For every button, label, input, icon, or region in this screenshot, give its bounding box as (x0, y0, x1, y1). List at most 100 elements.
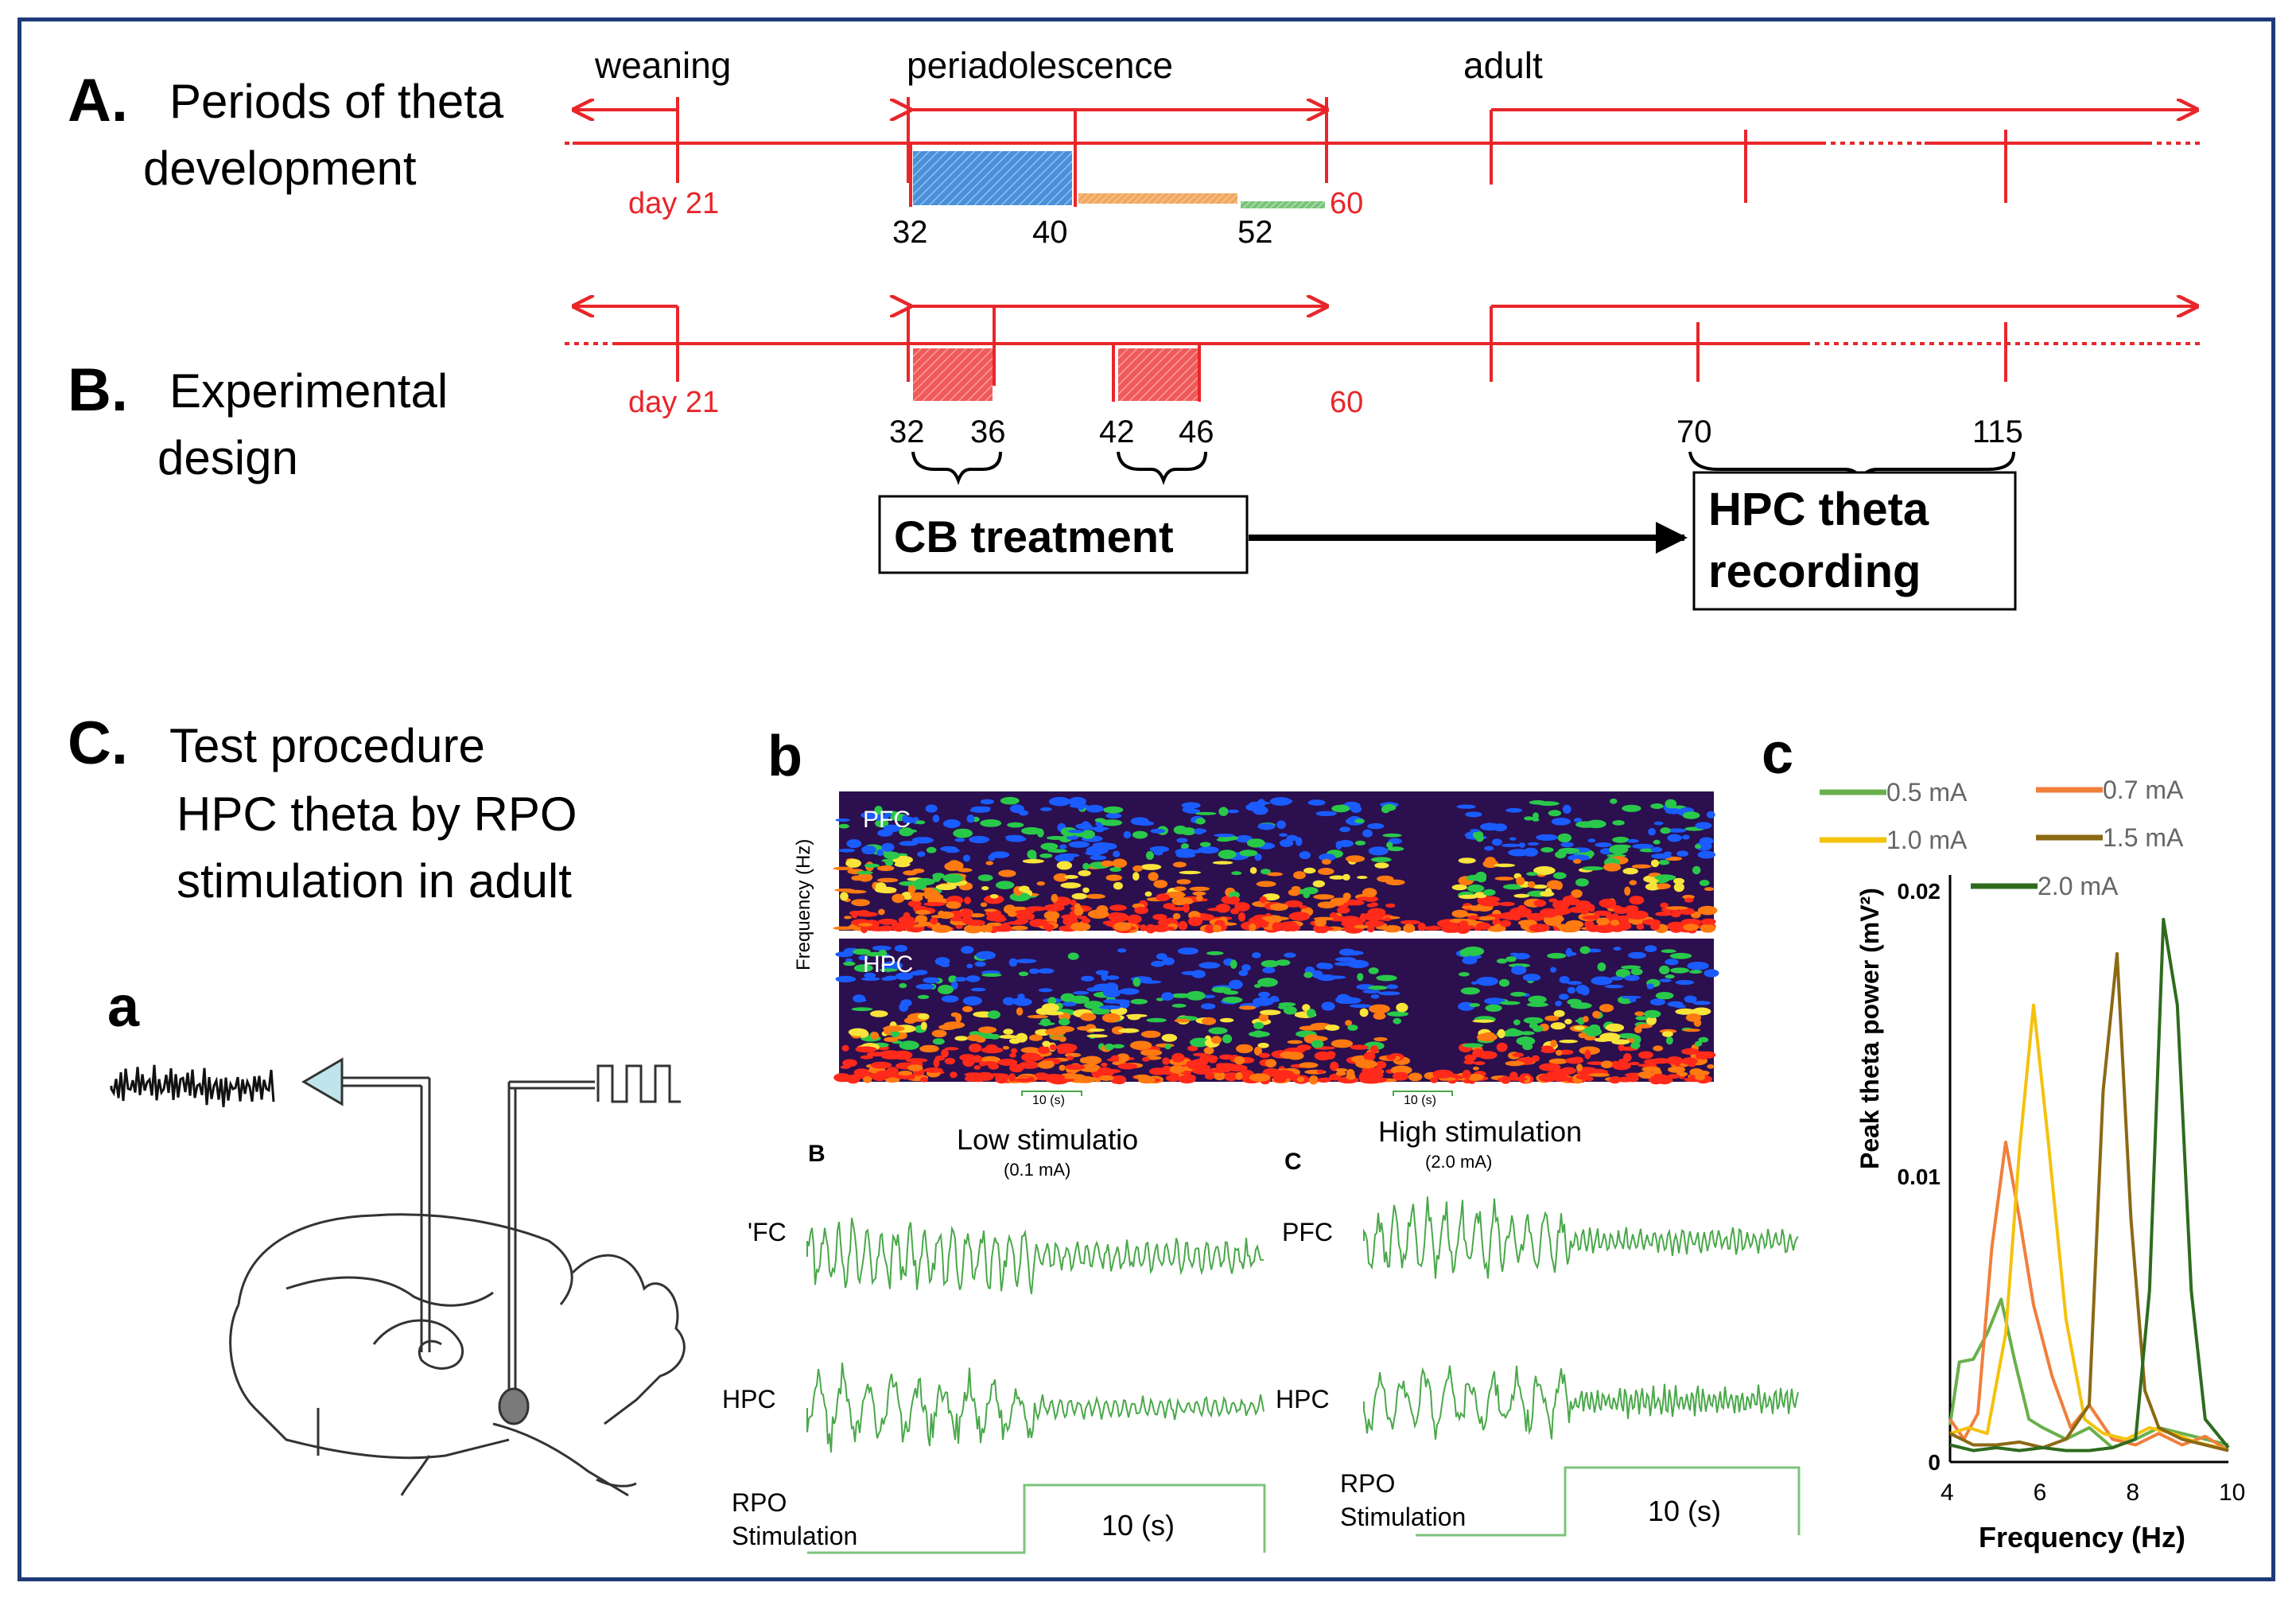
spectrogram-blob (964, 896, 972, 904)
spectrogram-blob (1584, 1035, 1596, 1041)
spectrogram-blob (1331, 1039, 1354, 1048)
spectrogram-blob (914, 970, 928, 975)
spectrogram-blob (1698, 1036, 1709, 1043)
spectrogram-blob (1559, 1040, 1578, 1044)
spectrogram-blob (1186, 990, 1206, 1001)
spectrogram-blob (1562, 804, 1571, 815)
spectrogram-blob (1219, 1017, 1234, 1023)
spectrogram-blob (978, 1026, 997, 1033)
spectrogram-blob (838, 849, 856, 853)
panel-b-letter: B. (68, 356, 128, 424)
spectrogram-blob (1089, 826, 1109, 831)
spectrogram-blob (1117, 1053, 1130, 1063)
sub-panel-a-letter: a (107, 975, 140, 1039)
trace-left-hpc-label: HPC (722, 1385, 776, 1413)
spectrogram-blob (980, 902, 988, 908)
spectrogram-blob (1081, 975, 1094, 982)
spectrogram-blob (1650, 846, 1663, 853)
spectrogram-blob (1499, 901, 1515, 907)
spectrogram-blob (1503, 1029, 1524, 1036)
spectrogram-blob (1669, 967, 1690, 974)
spectrogram-blob (1109, 904, 1127, 912)
tick-label-a-52: 52 (1237, 215, 1273, 250)
spectrogram-hpc-blobs (833, 944, 1719, 1085)
spectrogram-blob (1331, 804, 1350, 813)
spectrogram-blob (1321, 1001, 1335, 1011)
tick-label-a-60: 60 (1330, 187, 1363, 220)
spectrogram-blob (1257, 799, 1266, 807)
amplifier-icon (301, 1057, 344, 1106)
spectrogram-blob (1172, 861, 1187, 868)
spectrogram-blob (1194, 828, 1205, 835)
spectrogram-blob (984, 895, 1004, 904)
spectrogram-blob (1464, 1054, 1477, 1062)
spectrogram-blob (1039, 853, 1053, 858)
spectrogram-blob (1127, 1014, 1141, 1021)
panel-c-title-line3: stimulation in adult (177, 854, 572, 908)
spectrogram-blob (880, 961, 903, 970)
spectrogram-blob (1597, 962, 1606, 972)
spectrogram-blob (1695, 822, 1712, 830)
spectrogram-blob (1095, 970, 1109, 975)
spectrogram-blob (1466, 925, 1475, 930)
spectrogram-blob (1565, 898, 1581, 905)
spectrogram-blob (924, 893, 944, 900)
spectrogram-blob (1192, 1052, 1207, 1057)
spectrogram-blob (1266, 872, 1284, 877)
spectrogram-blob (912, 903, 920, 912)
spectrogram-blob (1638, 1063, 1654, 1067)
spectrogram-blob (1496, 958, 1508, 964)
spectrogram-blob (917, 851, 926, 857)
spectrogram-blob (1040, 1018, 1051, 1027)
spectrogram-blob (1038, 988, 1053, 993)
spectrogram-blob (1047, 906, 1064, 910)
spectrogram-blob (1630, 968, 1643, 976)
spectrogram-blob (1129, 1040, 1152, 1050)
spectrogram-blob (1233, 1056, 1245, 1065)
spectrogram-blob (1634, 1035, 1641, 1044)
spectrogram-blob (1653, 839, 1661, 845)
spectrogram-blob (1028, 1034, 1043, 1041)
spectrogram-blob (1661, 949, 1676, 953)
spectrogram-blob (1599, 1032, 1621, 1042)
spectrogram-blob (1307, 799, 1326, 806)
spectrogram-blob (1621, 965, 1641, 970)
spectrogram-blob (1649, 998, 1665, 1006)
spectrogram-blob (1048, 796, 1071, 807)
duration-label-left: 10 (s) (1101, 1509, 1175, 1542)
spectrogram-blob (1629, 896, 1645, 905)
spectrogram-blob (1096, 905, 1109, 914)
spectrogram-blob (1386, 1011, 1409, 1017)
spectrogram-blob (1307, 1009, 1316, 1018)
spectrogram-blob (1000, 796, 1020, 805)
spectrogram-blob (1111, 918, 1121, 922)
spectrogram-blob (1101, 1062, 1108, 1067)
spectrogram-blob (1265, 1059, 1276, 1068)
spectrogram-blob (1082, 887, 1090, 893)
spectrogram-blob (1476, 977, 1498, 986)
spectrogram-blob (884, 859, 894, 867)
spectrogram-blob (1466, 874, 1483, 881)
spectrogram-blob (1573, 818, 1583, 823)
spectrogram-blob (1253, 1030, 1265, 1038)
spectrogram-blob (903, 870, 918, 876)
panel-b-title-line1: Experimental (169, 364, 448, 418)
panel-c-title-line1: Test procedure (169, 719, 485, 772)
low-stim-title: Low stimulatio (957, 1123, 1138, 1156)
spectrogram-blob (1280, 1051, 1296, 1060)
spectrogram-blob (1314, 1051, 1332, 1061)
spectrogram-blob (1604, 985, 1624, 989)
spectrogram-blob (1086, 987, 1098, 992)
spectrogram-blob (938, 885, 951, 889)
spectrogram-blob (1578, 1032, 1587, 1039)
spectrogram-blob (1130, 998, 1148, 1005)
chart-y-tick-label: 0 (1928, 1450, 1941, 1475)
stimulation-label-right: Stimulation (1340, 1503, 1466, 1531)
spectrogram-blob (866, 1052, 889, 1057)
cb-treatment-box (878, 495, 1249, 574)
spectrogram-blob (1612, 820, 1625, 826)
spectrogram-blob (1584, 920, 1595, 928)
spectrogram-blob (1201, 1003, 1216, 1009)
spectrogram-blob (1206, 908, 1228, 912)
